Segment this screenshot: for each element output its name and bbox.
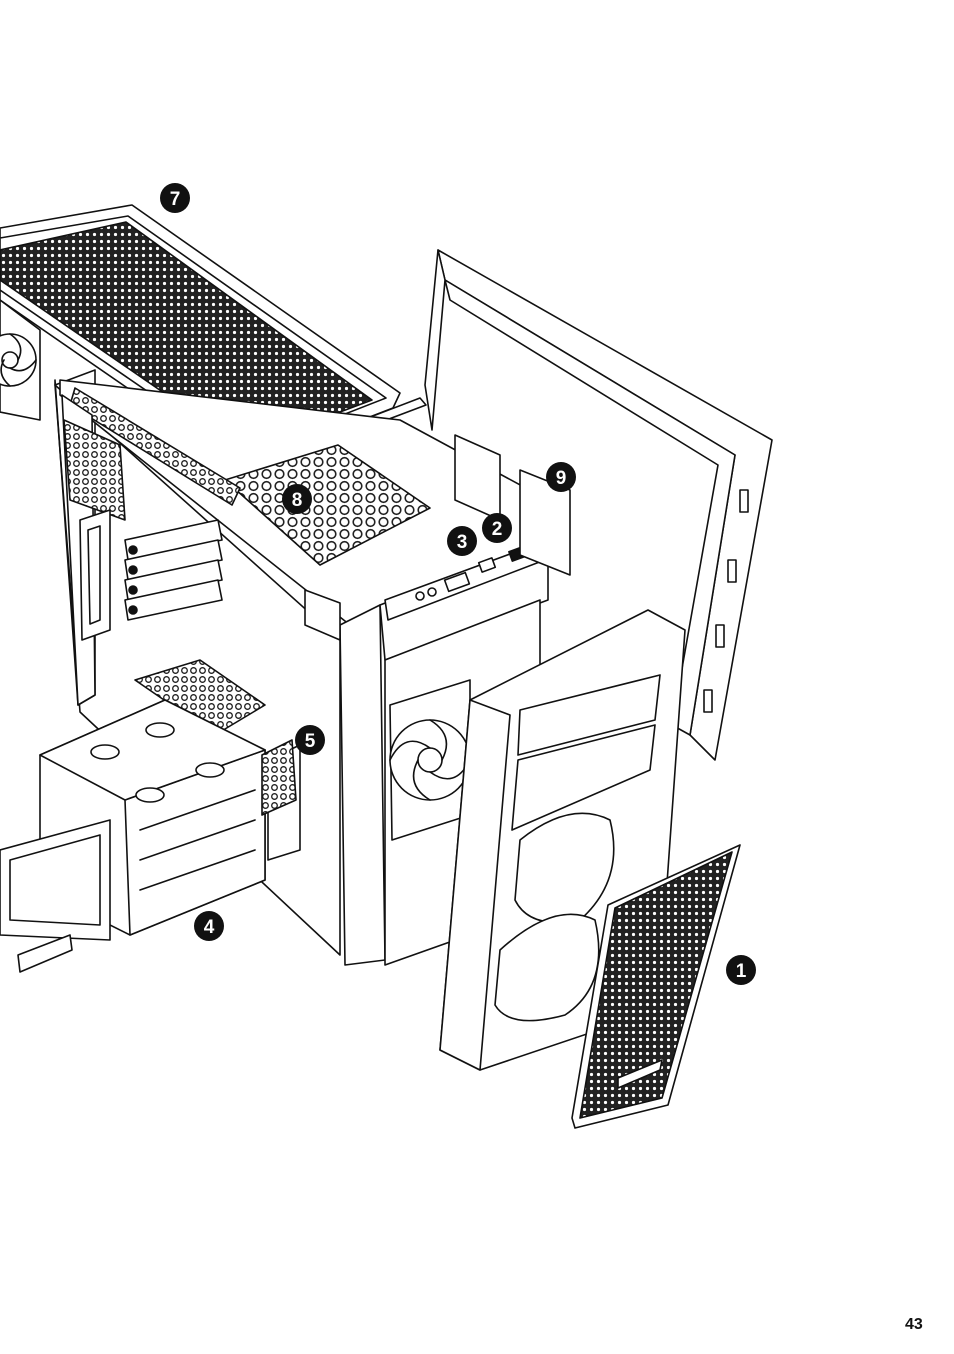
callout-7: 7 (160, 183, 190, 213)
callout-9: 9 (546, 462, 576, 492)
callout-5-label: 5 (305, 731, 316, 752)
expansion-slots (80, 510, 222, 640)
callout-9-label: 9 (556, 468, 567, 489)
callout-3: 3 (447, 526, 477, 556)
callout-7-label: 7 (170, 189, 181, 210)
callout-1-label: 1 (736, 961, 747, 982)
callout-3-label: 3 (457, 532, 468, 553)
callout-4: 4 (194, 911, 224, 941)
callout-1: 1 (726, 955, 756, 985)
hdd-cage (0, 700, 300, 972)
callout-8-label: 8 (292, 490, 303, 511)
callout-2-label: 2 (492, 519, 503, 540)
page-number: 43 (905, 1316, 945, 1334)
callout-4-label: 4 (204, 917, 215, 938)
callout-8: 8 (282, 484, 312, 514)
front-fan (390, 680, 470, 840)
callout-2: 2 (482, 513, 512, 543)
callout-5: 5 (295, 725, 325, 755)
